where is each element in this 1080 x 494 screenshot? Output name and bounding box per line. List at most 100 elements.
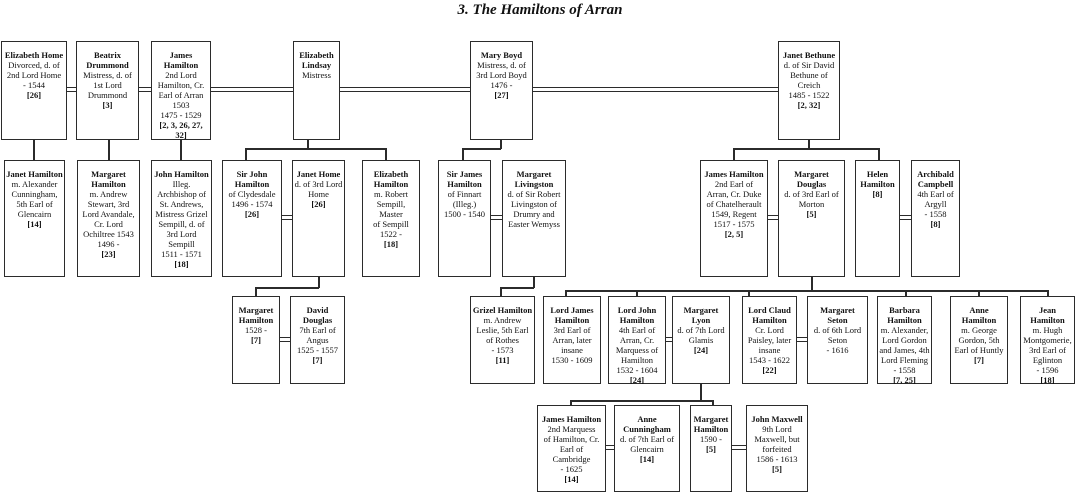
- person-detail-line: m. Robert: [374, 189, 408, 199]
- person-reference: [2, 5]: [724, 229, 744, 239]
- person-reference: [18]: [174, 259, 189, 269]
- person-detail-line: 3rd Earl of: [1029, 345, 1066, 355]
- person-detail-line: Argyll: [924, 199, 947, 209]
- marriage-line: [139, 87, 151, 92]
- person-detail-line: d. of Sir Robert: [507, 189, 561, 199]
- person-detail-line: Lord Gordon: [882, 335, 927, 345]
- person-detail-line: insane: [758, 345, 781, 355]
- person-detail-line: Sempill, d. of: [158, 219, 205, 229]
- descent-line: [255, 287, 319, 289]
- descent-line: [1047, 290, 1049, 297]
- descent-line: [700, 384, 702, 401]
- person-detail-line: 2nd Earl of: [714, 179, 754, 189]
- person-reference: [2, 3, 26, 27, 32]: [159, 120, 203, 140]
- descent-line: [978, 290, 980, 297]
- person-name: Margaret Seton: [820, 305, 855, 325]
- person-detail-line: 4th Earl of: [618, 325, 656, 335]
- person-name: Margaret Hamilton: [238, 305, 274, 325]
- person-detail-line: 1496 - 1574: [231, 199, 273, 209]
- descent-line: [500, 287, 534, 289]
- descent-line: [570, 400, 572, 406]
- person-name: Elizabeth Hamilton: [373, 169, 409, 189]
- person-box-helen-hamilton: Helen Hamilton[8]: [855, 160, 900, 277]
- person-name: Elizabeth Lindsay: [299, 50, 334, 70]
- person-detail-line: Glamis: [688, 335, 714, 345]
- person-detail-line: 1549, Regent: [711, 209, 757, 219]
- person-name: Anne Cunningham: [623, 414, 671, 434]
- person-reference: [2, 32]: [797, 100, 821, 110]
- person-reference: [11]: [495, 355, 510, 365]
- person-reference: [18]: [383, 239, 399, 249]
- person-detail-line: d. of 3rd Earl of: [784, 189, 839, 199]
- person-detail-line: 7th Earl of: [299, 325, 336, 335]
- person-detail-line: Morton: [798, 199, 825, 209]
- person-name: Jean Hamilton: [1030, 305, 1065, 325]
- person-detail-line: 1528 -: [245, 325, 267, 335]
- person-reference: [22]: [762, 365, 777, 375]
- person-detail-line: d. of 7th Earl of: [619, 434, 675, 444]
- page-title: 3. The Hamiltons of Arran: [457, 2, 623, 18]
- descent-line: [905, 290, 907, 297]
- marriage-line: [211, 87, 293, 92]
- person-detail-line: Leslie, 5th Earl: [476, 325, 529, 335]
- descent-line: [180, 140, 182, 161]
- marriage-line: [282, 215, 292, 220]
- person-detail-line: - 1544: [23, 80, 45, 90]
- descent-line: [108, 140, 110, 161]
- person-name: Janet Home: [296, 169, 341, 179]
- person-reference: [14]: [564, 474, 579, 484]
- person-name: Margaret Hamilton: [693, 414, 729, 434]
- person-name: Beatrix Drummond: [86, 50, 129, 70]
- marriage-line: [666, 337, 672, 342]
- descent-line: [318, 277, 320, 288]
- person-detail-line: Mistress: [302, 70, 331, 80]
- person-detail-line: d. of 3rd Lord: [294, 179, 343, 189]
- person-reference: [8]: [872, 189, 883, 199]
- person-detail-line: - 1558: [893, 365, 916, 375]
- person-name: David Douglas: [302, 305, 333, 325]
- person-name: Janet Bethune: [782, 50, 836, 60]
- person-detail-line: Cr. Lord: [755, 325, 784, 335]
- person-reference: [26]: [311, 199, 326, 209]
- person-detail-line: 1500 - 1540: [443, 209, 486, 219]
- person-detail-line: 1485 - 1522: [788, 90, 830, 100]
- person-detail-line: 1586 - 1613: [756, 454, 798, 464]
- descent-line: [565, 290, 1048, 292]
- person-detail-line: m. Hugh: [1032, 325, 1063, 335]
- person-detail-line: Paisley, later: [747, 335, 792, 345]
- descent-line: [33, 140, 35, 161]
- person-detail-line: of Rothes: [486, 335, 519, 345]
- person-detail-line: Marquess of: [615, 345, 659, 355]
- person-reference: [14]: [27, 219, 42, 229]
- person-detail-line: Cambridge: [552, 454, 591, 464]
- person-detail-line: Hamilton, Cr.: [157, 80, 205, 90]
- person-detail-line: of Sempill: [373, 219, 409, 229]
- person-detail-line: m. Alexander: [11, 179, 58, 189]
- marriage-line: [491, 215, 502, 220]
- person-detail-line: of Finnart: [447, 189, 482, 199]
- descent-line: [636, 290, 638, 297]
- descent-line: [748, 290, 750, 297]
- person-detail-line: Illeg.: [172, 179, 191, 189]
- person-name: Grizel Hamilton: [472, 305, 533, 315]
- person-detail-line: 1475 - 1529: [160, 110, 202, 120]
- person-detail-line: m. Andrew: [483, 315, 522, 325]
- descent-line: [500, 287, 502, 297]
- descent-line: [307, 140, 309, 149]
- person-reference: [26]: [244, 209, 260, 219]
- marriage-line: [340, 87, 470, 92]
- person-detail-line: Eglinton: [1032, 355, 1063, 365]
- person-reference: [7]: [974, 355, 984, 365]
- marriage-line: [768, 215, 778, 220]
- person-detail-line: Divorced, d. of: [8, 60, 60, 70]
